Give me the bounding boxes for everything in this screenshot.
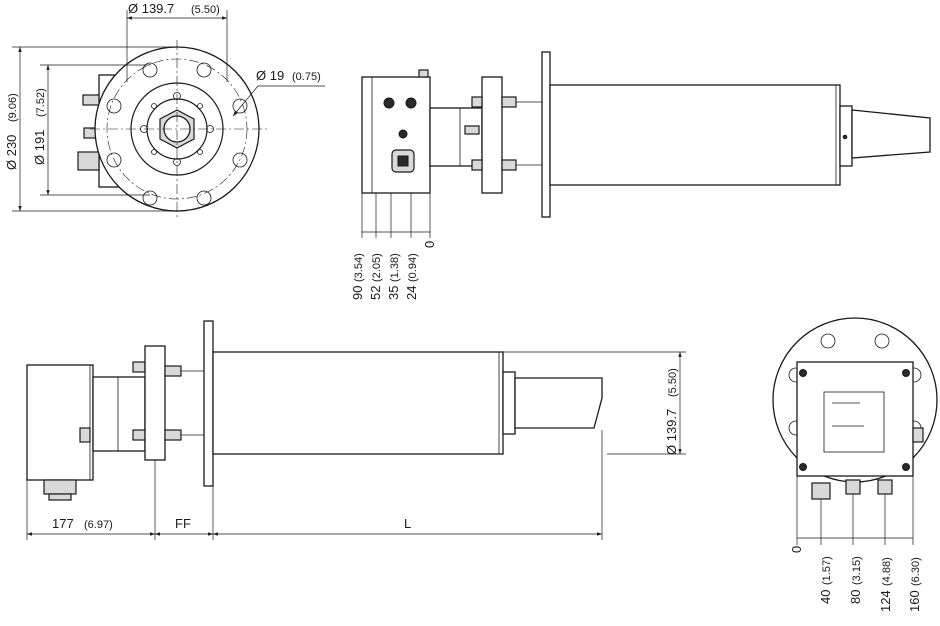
rear-housing (796, 361, 914, 477)
top-offset-3-inch: (0.94) (407, 253, 419, 282)
cable-gland (82, 94, 100, 106)
front-view: Ø 139.7 (5.50) Ø 230 (9.06) Ø 191 (7.52)… (4, 1, 325, 220)
side-housing (26, 364, 94, 481)
rear-offset-3-value: 124 (878, 590, 893, 612)
top-tube (549, 84, 841, 186)
top-offset-4-value: 0 (422, 241, 437, 248)
nameplate (823, 391, 885, 453)
side-dia-inch: (5.50) (667, 368, 679, 397)
top-flange (541, 51, 551, 218)
dim-230-inch: (9.06) (7, 93, 19, 122)
rear-offset-0-value: 0 (789, 546, 804, 553)
top-offset-1-value: 52 (368, 286, 383, 300)
side-length-inch: (6.97) (84, 519, 113, 531)
top-offset-2-value: 35 (386, 286, 401, 300)
top-side-view: 90 (3.54) 52 (2.05) 35 (1.38) 24 (0.94) … (350, 51, 931, 300)
top-offset-3-value: 24 (404, 286, 419, 300)
dim-139-7-inch: (5.50) (191, 4, 220, 16)
bolt-holes (106, 62, 248, 206)
top-housing (361, 76, 431, 194)
side-flange (203, 320, 214, 487)
rear-offset-1-inch: (1.57) (821, 556, 833, 585)
rear-offset-2-inch: (3.15) (851, 556, 863, 585)
dim-l-label: L (404, 516, 411, 531)
cable-gland (77, 151, 100, 171)
rear-view: 0 40 (1.57) 80 (3.15) 124 (4.88) 160 (6.… (772, 317, 938, 612)
top-offset-2-inch: (1.38) (389, 253, 401, 282)
rear-offset-4-inch: (6.30) (910, 557, 922, 586)
dim-hole-inch: (0.75) (292, 71, 321, 83)
dim-191-value: Ø 191 (32, 130, 47, 165)
dim-139-7-value: Ø 139.7 (128, 1, 174, 16)
dim-191-inch: (7.52) (35, 88, 47, 117)
rear-offset-4-value: 160 (907, 590, 922, 612)
dim-230-value: Ø 230 (4, 135, 19, 170)
side-tube (212, 351, 504, 455)
side-gland (43, 479, 77, 495)
dim-ff-label: FF (175, 516, 191, 531)
rear-offset-3-inch: (4.88) (881, 557, 893, 586)
rear-offset-2-value: 80 (848, 590, 863, 604)
rear-offset-1-value: 40 (818, 590, 833, 604)
side-dia-value: Ø 139.7 (664, 409, 679, 455)
side-view: Ø 139.7 (5.50) 177 (6.97) FF L (26, 320, 686, 540)
top-offset-0-value: 90 (350, 286, 365, 300)
dim-hole-value: Ø 19 (256, 68, 284, 83)
top-offset-1-inch: (2.05) (371, 253, 383, 282)
side-length-value: 177 (52, 516, 74, 531)
top-neck (429, 107, 483, 167)
top-offset-0-inch: (3.54) (353, 253, 365, 282)
